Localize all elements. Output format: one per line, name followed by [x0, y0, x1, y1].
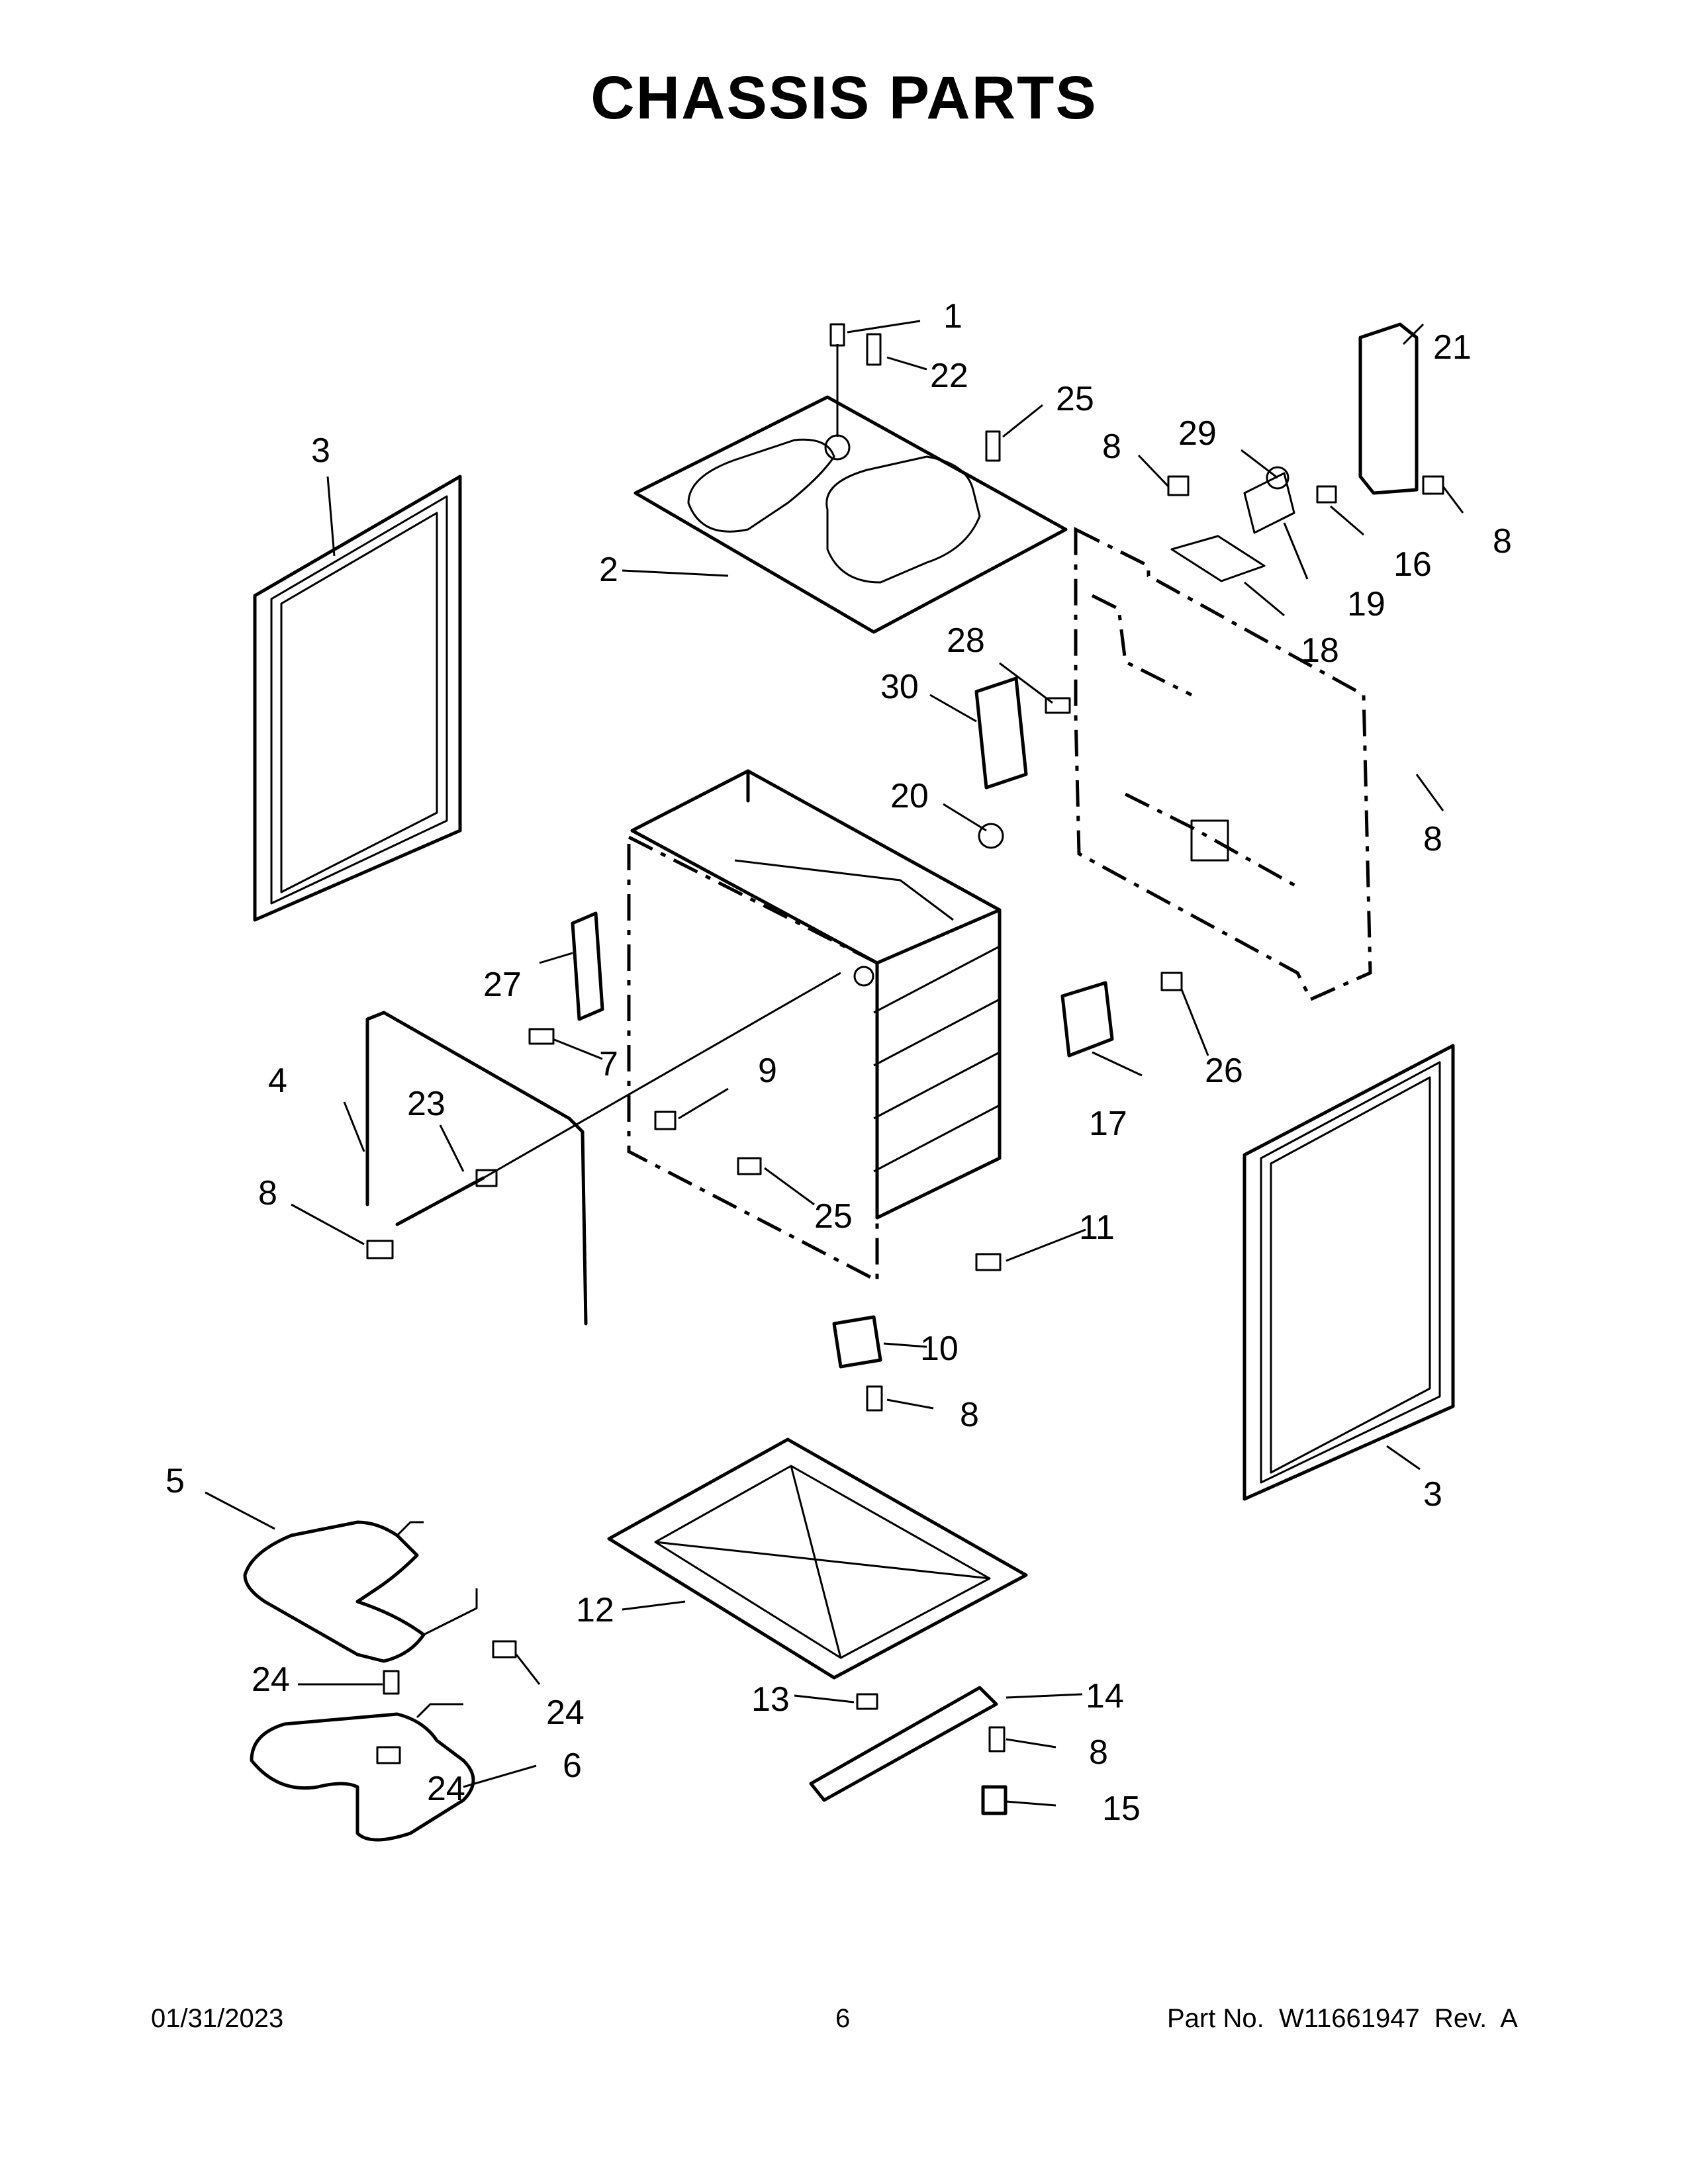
callout-8-topright: 8: [1493, 522, 1512, 561]
callout-24-b: 24: [546, 1694, 585, 1732]
callout-4: 4: [268, 1062, 287, 1100]
side-panel-right: [1243, 1044, 1455, 1501]
callout-30: 30: [880, 668, 919, 706]
callout-25-mid: 25: [814, 1197, 853, 1236]
callout-29: 29: [1178, 414, 1217, 453]
screw-7: [528, 1028, 555, 1045]
screw-26: [1160, 972, 1183, 991]
callout-23: 23: [407, 1085, 445, 1123]
callout-8-top: 8: [1102, 428, 1121, 466]
callout-24-c: 24: [427, 1770, 465, 1808]
screw-9: [654, 1111, 677, 1130]
side-panel-left: [253, 475, 462, 922]
bracket-21: [1358, 322, 1419, 495]
screw-24-c: [376, 1746, 401, 1764]
screw-8-lower: [988, 1726, 1006, 1752]
rear-panel: [1074, 526, 1372, 1002]
screw-28: [1045, 697, 1071, 714]
oven-cavity: [627, 769, 1002, 1284]
callout-16: 16: [1393, 545, 1432, 584]
plug-20: [978, 823, 1004, 849]
callout-2: 2: [599, 551, 618, 589]
callout-6: 6: [563, 1747, 582, 1785]
broil-element-5: [243, 1520, 478, 1663]
leveling-leg-15: [981, 1785, 1008, 1815]
clip-13: [856, 1693, 878, 1710]
callout-8-right: 8: [1423, 820, 1442, 858]
callout-21: 21: [1433, 328, 1472, 367]
screw-24-b: [492, 1640, 517, 1659]
callout-25-top: 25: [1056, 380, 1094, 418]
callout-28: 28: [947, 621, 985, 660]
footer-part-number: Part No. W11661947 Rev. A: [1167, 2004, 1518, 2033]
callout-10: 10: [920, 1330, 959, 1368]
callout-8-bottom: 8: [1089, 1733, 1108, 1772]
footer-date: 01/31/2023: [151, 2004, 284, 2033]
screw-11: [975, 1253, 1002, 1271]
callout-15: 15: [1102, 1790, 1141, 1828]
bracket-30: [974, 676, 1028, 790]
callout-12: 12: [576, 1591, 614, 1629]
screw-25-mid: [737, 1157, 762, 1175]
callout-22: 22: [930, 357, 968, 395]
callout-5: 5: [165, 1462, 185, 1500]
callout-27: 27: [483, 966, 522, 1004]
cooktop-panel: [633, 323, 1068, 634]
callout-8-left: 8: [258, 1174, 277, 1212]
sensor-23: [395, 972, 841, 1226]
callout-3-right: 3: [1423, 1475, 1442, 1514]
screw-8-left: [366, 1240, 394, 1259]
callout-8-hinge: 8: [960, 1396, 979, 1434]
callout-13: 13: [751, 1680, 790, 1719]
callout-3-left: 3: [311, 432, 330, 470]
bake-element-6: [250, 1703, 475, 1842]
callout-labels: 1 22 25 2 3 21 8 29 8 16 19 18 28 30 20 …: [165, 297, 1512, 1828]
callout-9: 9: [758, 1052, 777, 1090]
callout-11: 11: [1079, 1208, 1115, 1247]
callout-17: 17: [1089, 1105, 1127, 1143]
callout-24-a: 24: [252, 1661, 290, 1699]
page-title: CHASSIS PARTS: [590, 64, 1098, 132]
callout-26: 26: [1205, 1052, 1243, 1090]
footer-page-number: 6: [835, 2004, 851, 2033]
callout-19: 19: [1347, 585, 1385, 623]
hinge-10: [832, 1315, 883, 1412]
gasket-4: [365, 1011, 588, 1326]
callout-7: 7: [599, 1045, 618, 1083]
callout-20: 20: [890, 777, 929, 815]
callout-1: 1: [943, 297, 962, 336]
callout-14: 14: [1086, 1677, 1124, 1715]
oven-bottom-12: [607, 1437, 1028, 1680]
callout-18: 18: [1301, 631, 1339, 670]
bracket-17: [1060, 981, 1114, 1058]
hardware-cluster: [1167, 466, 1444, 582]
screw-24-a: [383, 1670, 400, 1695]
leader-lines: [205, 320, 1464, 1807]
bracket-27: [571, 911, 604, 1021]
screw-25-top: [985, 430, 1001, 462]
screw-22: [866, 333, 882, 366]
bracket-14: [809, 1686, 998, 1802]
